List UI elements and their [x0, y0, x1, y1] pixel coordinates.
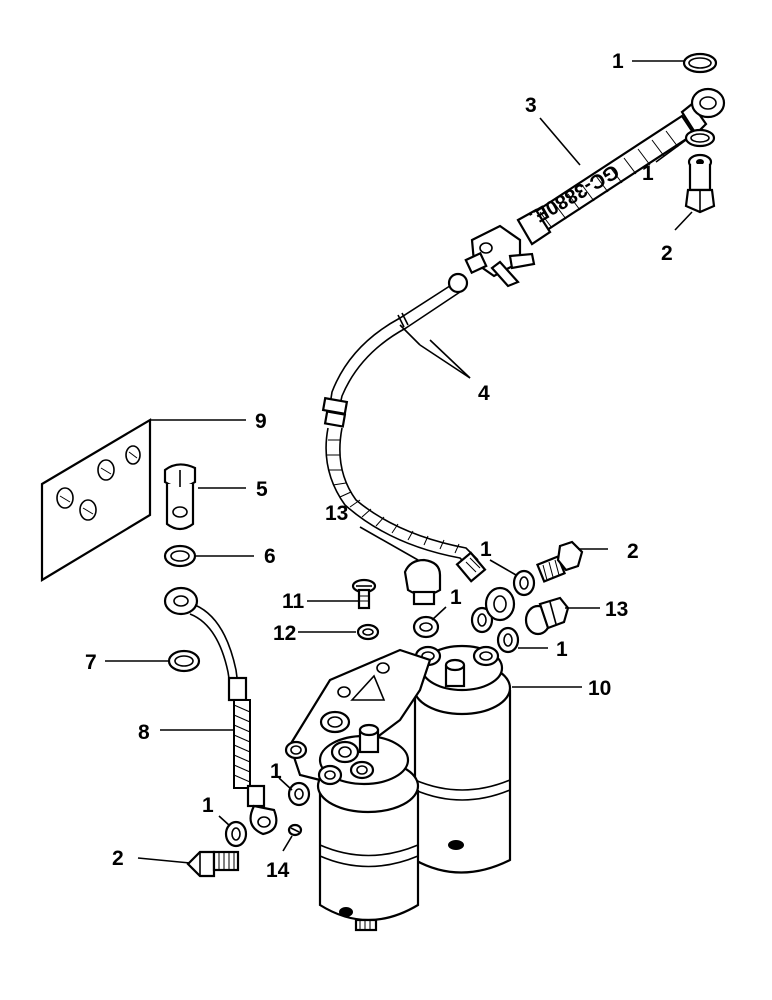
callout-6: 6: [264, 545, 276, 568]
callout-2: 2: [112, 847, 124, 870]
part-4-fuel-pipe: [321, 272, 516, 622]
callout-2: 2: [627, 540, 639, 563]
callout-7: 7: [85, 651, 97, 674]
part-5-banjo-bolt: [163, 463, 197, 531]
callout-14: 14: [266, 859, 290, 882]
callout-2: 2: [661, 242, 673, 265]
callout-10: 10: [588, 677, 611, 700]
part-2-banjo-bolt-lower: [186, 850, 240, 878]
callout-12: 12: [273, 622, 296, 645]
leader-lines: [105, 60, 693, 864]
part-9-bracket-plate: [40, 418, 152, 582]
part-6-washer: [163, 544, 197, 568]
part-1-washer-cluster: [412, 569, 536, 654]
part-2-banjo-bolt-right: [535, 540, 584, 583]
callout-1: 1: [556, 638, 568, 661]
part-1-washer-filter: [287, 781, 311, 807]
callout-1: 1: [450, 586, 462, 609]
callout-1: 1: [480, 538, 492, 561]
part-3-flexible-hose: GC-3880E.: [464, 87, 726, 288]
part-12-washer: [356, 623, 380, 641]
callout-1: 1: [612, 50, 624, 73]
part-8-fuel-pipe: [163, 586, 278, 836]
callout-1: 1: [270, 760, 282, 783]
part-13-plug-right: [524, 596, 570, 636]
callout-4: 4: [478, 382, 490, 405]
part-7-washer: [167, 649, 201, 673]
part-10-fuel-filter-assembly: [284, 644, 512, 932]
callout-13: 13: [325, 502, 348, 525]
callout-13: 13: [605, 598, 628, 621]
callout-5: 5: [256, 478, 268, 501]
part-11-screw: [351, 578, 377, 610]
callout-1: 1: [202, 794, 214, 817]
callout-8: 8: [138, 721, 150, 744]
callout-11: 11: [282, 590, 305, 613]
part-1-washer-lower: [224, 820, 248, 848]
part-1-washer-top: [682, 52, 718, 74]
callout-3: 3: [525, 94, 537, 117]
callout-9: 9: [255, 410, 267, 433]
part-2-banjo-bolt-top: [684, 153, 716, 214]
callout-1: 1: [642, 162, 654, 185]
part-13-plug: [403, 558, 442, 606]
callout-labels: 1 3 1 2 4 9 5 13 1 2 6 11 1 13 12 1 7 10…: [85, 50, 673, 882]
hose-marking-text: GC-3880E.: [525, 160, 623, 229]
part-14-bleed-screw: [287, 823, 303, 837]
part-1-washer-top-2: [684, 128, 716, 148]
